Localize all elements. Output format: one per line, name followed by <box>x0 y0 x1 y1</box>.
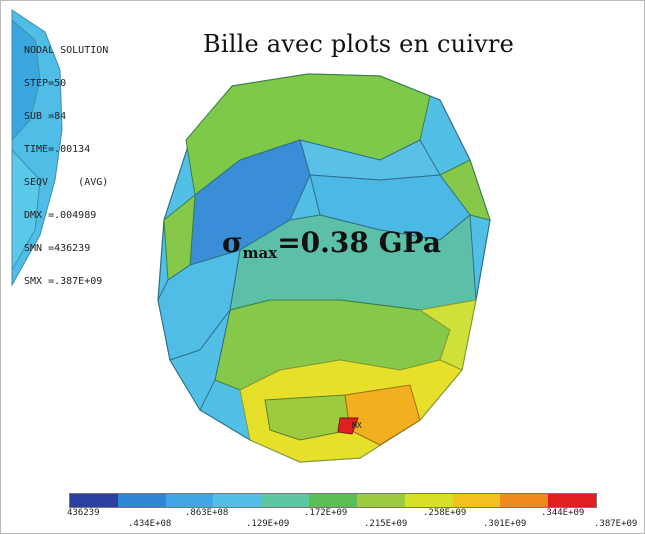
left-ball-face <box>11 18 41 142</box>
info-line: SUB =84 <box>24 111 67 122</box>
legend-swatch <box>70 494 118 507</box>
legend-swatch <box>500 494 549 507</box>
legend-label: .301E+09 <box>483 519 527 529</box>
max-marker-label: MX <box>352 421 362 430</box>
legend-swatch <box>452 494 501 507</box>
sigma-subscript: max <box>242 244 278 262</box>
legend-swatch <box>404 494 453 507</box>
legend-label: .129E+09 <box>246 519 290 529</box>
color-legend-bar <box>69 493 597 508</box>
info-line: STEP=50 <box>24 78 67 89</box>
hot-zone-inner-facet <box>264 394 351 441</box>
legend-swatch <box>117 494 166 507</box>
sigma-symbol: σ <box>222 226 243 259</box>
info-line: TIME=.00134 <box>24 144 91 155</box>
legend-swatch <box>165 494 214 507</box>
legend-swatch <box>356 494 405 507</box>
info-line: SMX =.387E+09 <box>24 276 103 287</box>
info-line: SMN =436239 <box>24 243 91 254</box>
max-stress-value: =0.38 GPa <box>277 226 441 259</box>
left-ball-face-lower <box>11 148 41 272</box>
legend-label: .344E+09 <box>541 508 585 518</box>
legend-label: .387E+09 <box>594 519 638 529</box>
nodal-solution-info: NODAL SOLUTION STEP=50 SUB =84 TIME=.001… <box>24 23 108 298</box>
legend-label: .863E+08 <box>185 508 229 518</box>
legend-label: .215E+09 <box>364 519 408 529</box>
legend-swatch <box>261 494 310 507</box>
info-line: NODAL SOLUTION <box>24 45 109 56</box>
info-line: SEQV (AVG) <box>24 177 109 188</box>
legend-label: .172E+09 <box>304 508 348 518</box>
legend-label: .258E+09 <box>423 508 467 518</box>
info-line: DMX =.004989 <box>24 210 97 221</box>
legend-swatch <box>548 494 596 507</box>
legend-swatch <box>309 494 357 507</box>
legend-label: 436239 <box>67 508 100 518</box>
legend-swatch <box>213 494 262 507</box>
figure-title: Bille avec plots en cuivre <box>203 30 515 58</box>
max-stress-point <box>337 417 359 435</box>
legend-label: .434E+08 <box>128 519 172 529</box>
lower-left-facet <box>169 309 231 412</box>
max-stress-annotation: σmax=0.38 GPa <box>222 226 441 262</box>
